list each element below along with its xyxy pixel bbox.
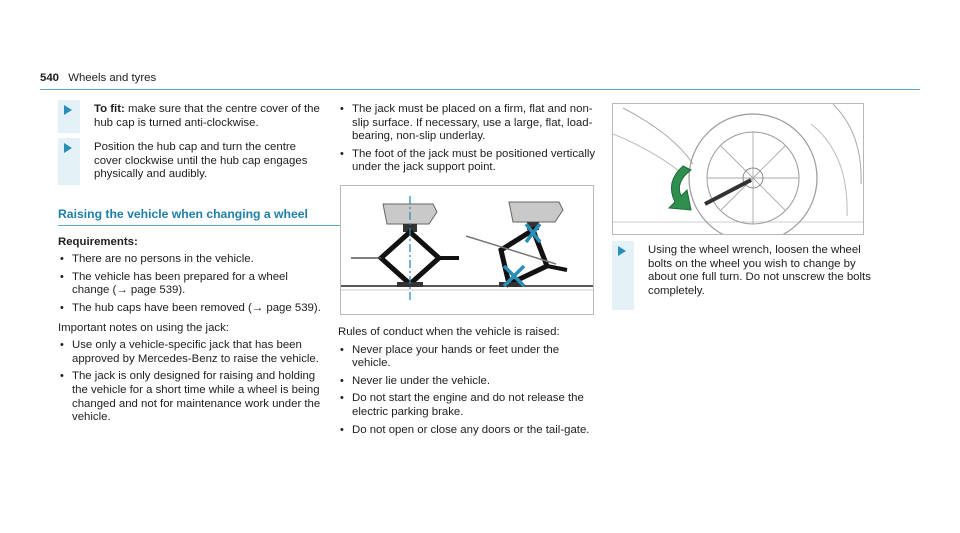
- page-number: 540: [40, 72, 60, 84]
- list-item: • Do not start the engine and do not rele…: [338, 392, 596, 419]
- step-lead: To fit:: [94, 103, 125, 115]
- bullet-dot-icon: •: [60, 253, 64, 266]
- jack-placement-illustration: [340, 185, 594, 315]
- list-item-text: The hub caps have been removed (→ page 5…: [72, 301, 321, 314]
- list-item-text: There are no persons in the vehicle.: [72, 253, 254, 266]
- wheel-wrench-illustration: [612, 103, 864, 235]
- bullet-dot-icon: •: [340, 423, 344, 436]
- jack-diagram: [341, 196, 593, 300]
- list-item: • The jack is only designed for raising a…: [58, 370, 326, 424]
- list-item: • Never place your hands or feet under th…: [338, 344, 596, 371]
- notes-intro: Important notes on using the jack:: [58, 321, 229, 334]
- bullet-dot-icon: •: [60, 339, 64, 352]
- column-middle: • The jack must be placed on a firm, flat…: [338, 103, 596, 179]
- list-item-text: Use only a vehicle-specific jack that ha…: [72, 339, 319, 365]
- step-text: make sure that the centre cover of the h…: [94, 103, 320, 129]
- list-item-text: Do not start the engine and do not relea…: [352, 392, 584, 418]
- step-to-fit: To fit: make sure that the centre cover …: [58, 100, 326, 134]
- list-item-text: The vehicle has been prepared for a whee…: [72, 270, 288, 297]
- step-bar: [58, 100, 80, 134]
- rules-block: Rules of conduct when the vehicle is rai…: [338, 326, 596, 441]
- column-left: To fit: make sure that the centre cover …: [58, 100, 342, 429]
- list-item: • The vehicle has been prepared for a whe…: [58, 271, 326, 298]
- step-bar: [58, 138, 80, 185]
- step-loosen-bolts: Using the wheel wrench, loosen the wheel…: [612, 241, 876, 311]
- bullet-dot-icon: •: [340, 343, 344, 356]
- bullet-dot-icon: •: [340, 374, 344, 387]
- list-item-text: The foot of the jack must be positioned …: [352, 147, 596, 174]
- bullet-dot-icon: •: [340, 392, 344, 405]
- section-title: Wheels and tyres: [68, 72, 157, 84]
- requirements-label: Requirements:: [58, 235, 138, 248]
- wheel-diagram: [613, 104, 863, 234]
- list-item-text: The jack must be placed on a firm, flat …: [352, 103, 593, 143]
- list-item: • Never lie under the vehicle.: [338, 375, 596, 389]
- step-text: Using the wheel wrench, loosen the wheel…: [648, 244, 871, 297]
- list-item-text: Never place your hands or feet under the…: [352, 343, 560, 370]
- bullet-dot-icon: •: [340, 103, 344, 115]
- bullet-dot-icon: •: [60, 301, 64, 314]
- list-item: • The hub caps have been removed (→ page …: [58, 302, 326, 316]
- list-item: • The foot of the jack must be positioned…: [338, 148, 596, 175]
- bullet-dot-icon: •: [60, 270, 64, 283]
- step-bar: [612, 241, 634, 311]
- triangle-arrow-icon: [618, 246, 626, 256]
- list-item: • There are no persons in the vehicle.: [58, 253, 326, 267]
- page-header: 540 Wheels and tyres: [40, 72, 156, 86]
- list-item: • The jack must be placed on a firm, flat…: [338, 103, 596, 144]
- list-item: • Do not open or close any doors or the t…: [338, 424, 596, 438]
- header-rule: [40, 89, 920, 90]
- bullet-dot-icon: •: [340, 147, 344, 160]
- bullet-dot-icon: •: [60, 370, 64, 383]
- rules-intro: Rules of conduct when the vehicle is rai…: [338, 326, 560, 338]
- triangle-arrow-icon: [64, 105, 72, 115]
- step-text: Position the hub cap and turn the centre…: [94, 141, 308, 181]
- list-item-text: Do not open or close any doors or the ta…: [352, 423, 590, 436]
- list-item: • Use only a vehicle-specific jack that h…: [58, 339, 326, 366]
- column-right: Using the wheel wrench, loosen the wheel…: [612, 241, 876, 311]
- triangle-arrow-icon: [64, 143, 72, 154]
- list-item-text: Never lie under the vehicle.: [352, 374, 491, 387]
- section-heading: Raising the vehicle when changing a whee…: [58, 207, 342, 226]
- step-position-hub-cap: Position the hub cap and turn the centre…: [58, 138, 326, 185]
- list-item-text: The jack is only designed for raising an…: [72, 370, 321, 424]
